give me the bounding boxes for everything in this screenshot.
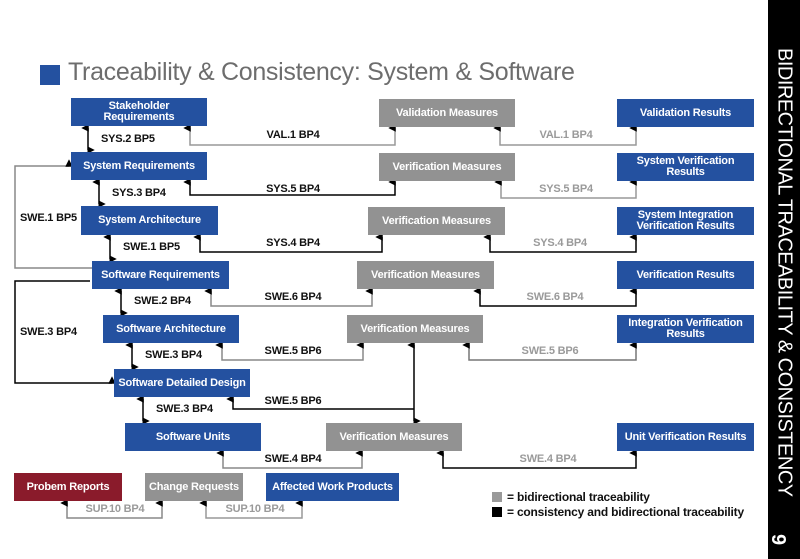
page-title: Traceability & Consistency: System & Sof…	[68, 58, 575, 86]
box-software-detailed-design: Software Detailed Design	[114, 369, 250, 397]
box-affected-work-products: Affected Work Products	[266, 473, 399, 501]
link-sdd	[226, 395, 414, 410]
label-link: SWE.5 BP6	[264, 345, 322, 357]
label-link-right: SYS.5 BP4	[539, 183, 593, 195]
box-verification-measures-4: Verification Measures	[347, 315, 483, 343]
box-system-integration-verification-results: System Integration Verification Results	[617, 207, 754, 235]
box-validation-results: Validation Results	[617, 99, 754, 127]
box-software-units: Software Units	[125, 423, 261, 451]
loop-swe1	[14, 159, 92, 269]
label-vertical: SWE.2 BP4	[134, 295, 191, 307]
link-swe5-right	[462, 341, 637, 361]
label-link-right: SWE.4 BP4	[519, 453, 577, 465]
link-val1-left	[183, 124, 396, 146]
link-sup10-b	[199, 499, 303, 519]
label-support: SUP.10 BP4	[85, 503, 145, 515]
label-vertical: SWE.1 BP5	[123, 241, 180, 253]
label-vertical: SWE.3 BP4	[156, 403, 213, 415]
box-change-requests: Change Requests	[145, 473, 243, 501]
label-link-right: SWE.6 BP4	[526, 291, 584, 303]
box-verification-measures-3: Verification Measures	[357, 261, 494, 289]
label-link: SWE.6 BP4	[264, 291, 322, 303]
label-vertical: SWE.3 BP4	[145, 349, 202, 361]
box-problem-reports: Probem Reports	[14, 473, 122, 501]
label-loop: SWE.3 BP4	[20, 326, 77, 338]
side-banner-text: BIDIRECTIONAL TRACEABILITY & CONSISTENCY	[773, 48, 796, 497]
box-verification-results: Verification Results	[617, 261, 754, 289]
box-software-requirements: Software Requirements	[92, 261, 229, 289]
link-sup10-a	[60, 499, 163, 519]
box-validation-measures: Validation Measures	[379, 99, 515, 127]
box-system-verification-results: System Verification Results	[617, 153, 754, 181]
label-link: SWE.5 BP6	[264, 395, 322, 407]
label-link: SWE.4 BP4	[264, 453, 322, 465]
page-number: 9	[767, 533, 790, 546]
label-vertical: SYS.3 BP4	[112, 187, 166, 199]
link-swe5-left	[215, 341, 364, 361]
link-val1-right	[493, 124, 637, 146]
box-unit-verification-results: Unit Verification Results	[617, 423, 754, 451]
box-verification-measures-5: Verification Measures	[326, 423, 462, 451]
label-link-right: VAL.1 BP4	[539, 129, 593, 141]
legend-gray-swatch	[492, 492, 502, 502]
box-integration-verification-results: Integration Verification Results	[617, 315, 754, 343]
link-sys5-right	[494, 178, 637, 199]
side-banner	[768, 0, 800, 559]
label-link: VAL.1 BP4	[266, 129, 320, 141]
legend-gray-text: = bidirectional traceability	[507, 490, 650, 504]
link-sys4-left	[193, 233, 383, 253]
link-swe6-left	[204, 287, 373, 307]
link-sys4-right	[483, 233, 637, 253]
label-support: SUP.10 BP4	[225, 503, 285, 515]
label-link-right: SWE.5 BP6	[521, 345, 579, 357]
box-verification-measures-1: Verification Measures	[379, 153, 515, 181]
link-swe4-left	[216, 449, 363, 469]
box-software-architecture: Software Architecture	[103, 315, 239, 343]
legend-black-text: = consistency and bidirectional traceabi…	[507, 505, 744, 519]
link-swe4-right	[436, 449, 637, 469]
box-system-architecture: System Architecture	[81, 206, 218, 235]
label-link: SYS.4 BP4	[266, 237, 320, 249]
label-loop: SWE.1 BP5	[20, 212, 77, 224]
label-vertical: SYS.2 BP5	[101, 133, 155, 145]
link-swe6-right	[473, 287, 637, 307]
label-link: SYS.5 BP4	[266, 183, 320, 195]
title-square-icon	[40, 65, 60, 85]
box-stakeholder-requirements: Stakeholder Requirements	[71, 98, 207, 126]
box-verification-measures-2: Verification Measures	[368, 207, 505, 235]
box-system-requirements: System Requirements	[71, 152, 207, 180]
legend-black-swatch	[492, 507, 502, 517]
loop-swe3	[14, 280, 116, 384]
label-link-right: SYS.4 BP4	[533, 237, 587, 249]
link-sys5-left	[183, 178, 396, 196]
